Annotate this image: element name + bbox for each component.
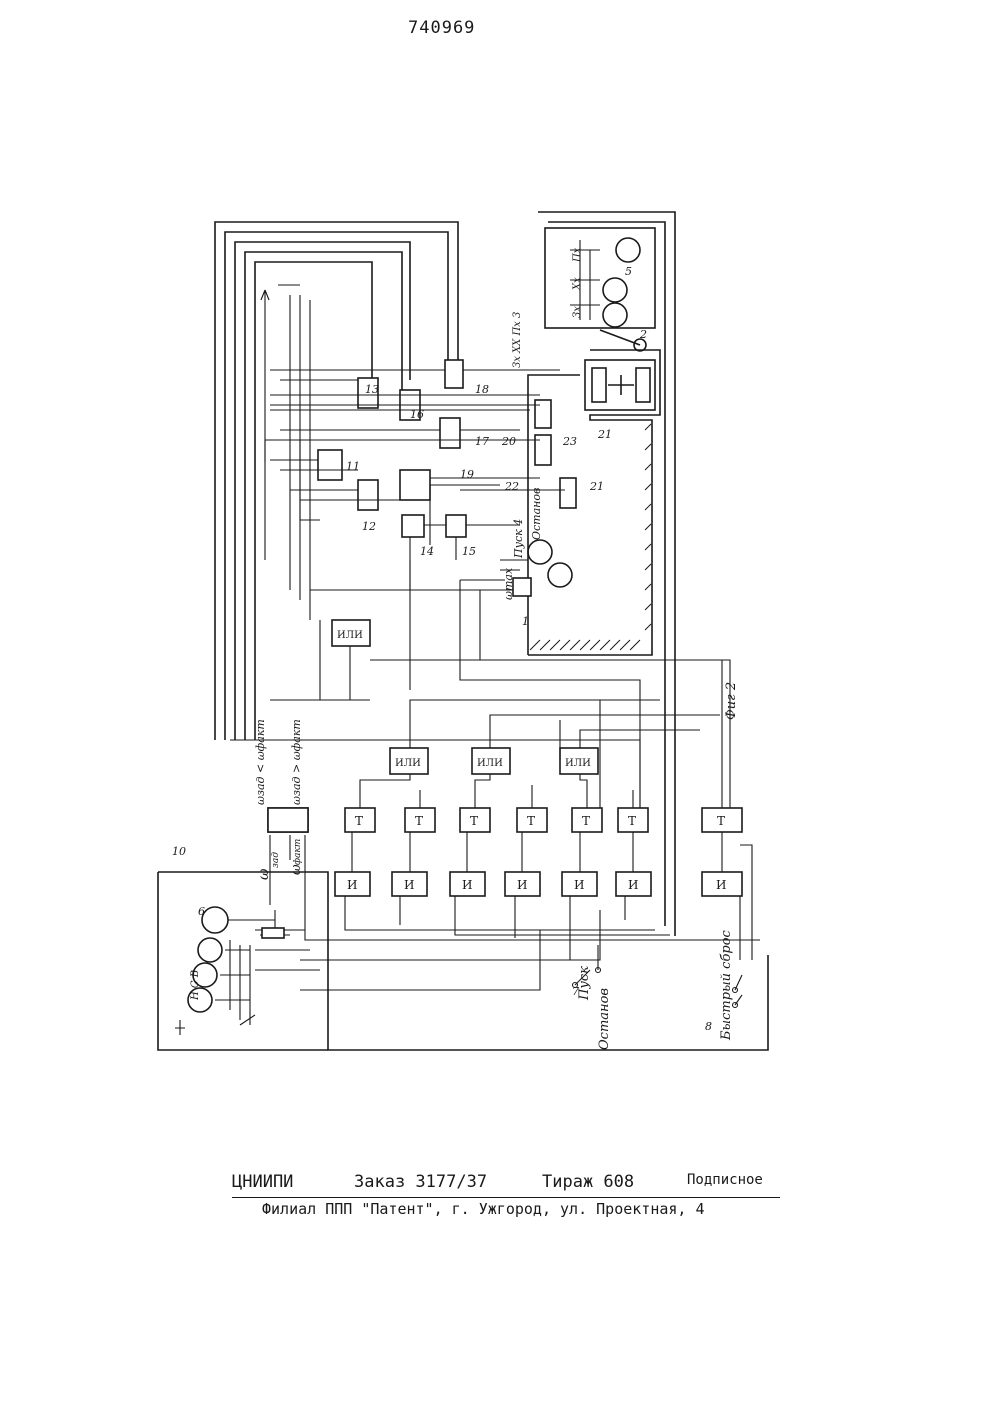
label-stop-4: Останов [530, 488, 543, 540]
label-start-4: Пуск 4 [512, 519, 525, 559]
ref-12: 12 [362, 520, 376, 533]
or-gates [332, 620, 598, 774]
ref-21: 21 [597, 428, 612, 441]
ref-13: 13 [365, 383, 379, 396]
t-label-6: T [628, 814, 636, 828]
footer-circulation: Тираж 608 [542, 1172, 634, 1192]
label-nscv: Н С В [190, 970, 201, 1001]
and-label-6: И [628, 878, 638, 892]
t-label-4: T [527, 814, 535, 828]
label-omega-max: ωmax [502, 567, 515, 600]
or-label-1: ИЛИ [337, 630, 363, 641]
ref-6: 6 [198, 905, 205, 918]
ref-20: 20 [501, 435, 516, 448]
or-label-3: ИЛИ [477, 758, 503, 769]
label-zx: Зх [572, 306, 583, 318]
label-ports: Зх ХХ Пх 3 [512, 312, 523, 368]
footer-org: ЦНИИПИ [232, 1172, 293, 1192]
footer-divider [232, 1197, 780, 1198]
label-omega-set-sub: зад [271, 852, 281, 868]
ref-2: 2 [639, 328, 647, 341]
label-cmp-greater: ωзад > ωфакт [290, 719, 303, 805]
label-hx: Хх [572, 277, 583, 291]
t-label-7: T [717, 814, 725, 828]
label-omega-set: ω [256, 868, 272, 880]
ref-1: 1 [522, 615, 529, 628]
footer-subscription: Подписное [687, 1172, 763, 1188]
footer-order: Заказ 3177/37 [354, 1172, 487, 1192]
and-label-2: И [404, 878, 414, 892]
pump-unit [158, 872, 768, 1050]
ref-14: 14 [420, 545, 434, 558]
label-omega-actual-sub: факт [293, 839, 303, 865]
trigger-row [268, 808, 742, 832]
ref-5: 5 [625, 265, 632, 278]
figure-caption: Фиг 2 [724, 682, 739, 720]
ref-19: 19 [460, 468, 474, 481]
ref-22: 22 [504, 480, 519, 493]
circuit-drawing: ИЛИ ИЛИ ИЛИ ИЛИ T T T T T T T И И И И [0, 0, 1000, 1160]
and-label-4: И [517, 878, 527, 892]
and-label-7: И [716, 878, 726, 892]
ref-8: 8 [705, 1020, 712, 1033]
or-label-4: ИЛИ [565, 758, 591, 769]
t-label-5: T [582, 814, 590, 828]
and-row [335, 872, 742, 896]
ref-18: 18 [475, 383, 489, 396]
or-label-2: ИЛИ [395, 758, 421, 769]
label-stop: Останов [597, 988, 612, 1050]
t-label-2: T [415, 814, 423, 828]
label-px: Пх [572, 247, 583, 263]
label-fast-reset: Быстрый сброс [719, 929, 734, 1041]
label-cmp-less: ωзад < ωфакт [254, 719, 267, 805]
t-label-1: T [355, 814, 363, 828]
footer-branch: Филиал ППП "Патент", г. Ужгород, ул. Про… [262, 1200, 705, 1218]
ref-23: 23 [562, 435, 577, 448]
ref-11: 11 [346, 460, 360, 473]
ref-10: 10 [172, 845, 186, 858]
and-label-3: И [462, 878, 472, 892]
wiring [230, 560, 760, 990]
ref-17: 17 [475, 435, 489, 448]
label-start: Пуск [577, 966, 592, 1001]
and-label-1: И [347, 878, 357, 892]
ref-16: 16 [410, 408, 424, 421]
t-label-3: T [470, 814, 478, 828]
ref-21b: 21 [589, 480, 604, 493]
and-label-5: И [574, 878, 584, 892]
ref-7: 7 [572, 985, 579, 998]
ref-15: 15 [462, 545, 476, 558]
